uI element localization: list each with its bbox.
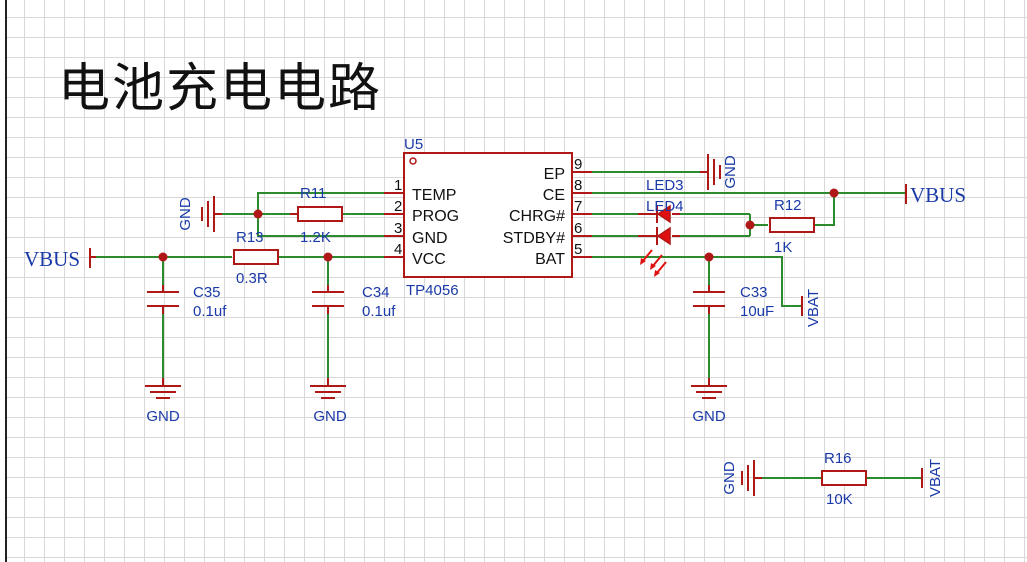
c34-value: 0.1uf bbox=[362, 303, 396, 320]
resistor-r16[interactable]: R16 10K bbox=[821, 450, 867, 508]
ic-part: TP4056 bbox=[406, 282, 459, 299]
netflag-vbat-c33: VBAT bbox=[801, 289, 822, 327]
ground-c33: GND bbox=[691, 378, 727, 425]
pin-name: GND bbox=[412, 230, 448, 247]
led3[interactable]: LED3 bbox=[638, 177, 684, 224]
wire-bat-vbat bbox=[592, 256, 802, 307]
ground-c34: GND bbox=[310, 378, 347, 425]
resistor-r13[interactable]: R13 0.3R bbox=[233, 229, 279, 287]
resistor-r11[interactable]: R11 1.2K bbox=[290, 185, 343, 246]
c33-ref: C33 bbox=[740, 284, 768, 301]
c35-value: 0.1uf bbox=[193, 303, 227, 320]
page-left-border bbox=[5, 0, 7, 562]
ic-u5[interactable]: U5 TP4056 1 2 3 4 TEMP PROG GND VCC 9 8 … bbox=[384, 136, 592, 299]
pin-number: 8 bbox=[574, 177, 582, 194]
netflag-vbus-left: VBUS bbox=[24, 247, 96, 271]
junction-dot bbox=[829, 188, 839, 198]
led4-ref: LED4 bbox=[646, 198, 684, 215]
netflag-vbus-right: VBUS bbox=[905, 183, 966, 207]
junction-dot bbox=[745, 220, 755, 230]
resistor-r12[interactable]: R12 1K bbox=[769, 197, 815, 256]
capacitor-c34[interactable]: C34 0.1uf bbox=[312, 284, 396, 320]
r16-value: 10K bbox=[826, 491, 853, 508]
pin-name: CE bbox=[543, 187, 565, 204]
capacitor-c35[interactable]: C35 0.1uf bbox=[147, 284, 227, 320]
pin-number: 1 bbox=[394, 177, 402, 194]
junction-dot bbox=[253, 209, 263, 219]
net-label: VBUS bbox=[24, 247, 80, 271]
diagram-title: 电池充电电路 bbox=[58, 59, 383, 119]
led4[interactable]: LED4 bbox=[638, 198, 684, 277]
led4-triangle bbox=[656, 226, 671, 246]
r12-body bbox=[769, 217, 815, 233]
r13-value: 0.3R bbox=[236, 270, 268, 287]
pin-name: CHRG# bbox=[509, 208, 565, 225]
r11-body bbox=[297, 206, 343, 222]
pin-name: BAT bbox=[535, 251, 565, 268]
pin-number: 9 bbox=[574, 156, 582, 173]
net-label: VBAT bbox=[805, 289, 822, 327]
pin-name: EP bbox=[544, 166, 565, 183]
r11-value: 1.2K bbox=[300, 229, 331, 246]
net-label: VBUS bbox=[910, 183, 966, 207]
wire-ic-gnd bbox=[257, 214, 384, 237]
gnd-label: GND bbox=[177, 197, 194, 231]
pin-number: 5 bbox=[574, 241, 582, 258]
pin-number: 6 bbox=[574, 220, 582, 237]
ground-c35: GND bbox=[145, 378, 181, 425]
ground-r16: GND bbox=[721, 460, 762, 496]
junction-dot bbox=[704, 252, 714, 262]
junction-dot bbox=[158, 252, 168, 262]
led3-ref: LED3 bbox=[646, 177, 684, 194]
r11-ref: R11 bbox=[300, 185, 326, 202]
ic-ref: U5 bbox=[404, 136, 423, 153]
grid-background bbox=[6, 0, 1027, 562]
r16-ref: R16 bbox=[824, 450, 852, 467]
pin-number: 3 bbox=[394, 220, 402, 237]
wire-r12-right bbox=[814, 193, 835, 226]
r13-ref: R13 bbox=[236, 229, 264, 246]
ic-pin1-marker bbox=[409, 157, 417, 165]
r13-body bbox=[233, 249, 279, 265]
pin-name: STDBY# bbox=[503, 230, 565, 247]
gnd-label: GND bbox=[722, 155, 739, 189]
c33-value: 10uF bbox=[740, 303, 774, 320]
net-label: VBAT bbox=[927, 459, 944, 497]
junctions bbox=[158, 188, 839, 262]
led3-triangle bbox=[656, 204, 671, 224]
r12-value: 1K bbox=[774, 239, 792, 256]
pin-number: 2 bbox=[394, 198, 402, 215]
gnd-label: GND bbox=[146, 408, 180, 425]
gnd-label: GND bbox=[313, 408, 347, 425]
pin-name: PROG bbox=[412, 208, 459, 225]
r12-ref: R12 bbox=[774, 197, 802, 214]
ground-ep: GND bbox=[700, 154, 739, 190]
c35-ref: C35 bbox=[193, 284, 221, 301]
pin-name: TEMP bbox=[412, 187, 456, 204]
ground-prog: GND bbox=[177, 196, 222, 232]
netflag-vbat-r16: VBAT bbox=[921, 459, 944, 497]
pin-number: 7 bbox=[574, 198, 582, 215]
pin-number: 4 bbox=[394, 241, 402, 258]
c34-ref: C34 bbox=[362, 284, 390, 301]
pin-name: VCC bbox=[412, 251, 446, 268]
wire-temp bbox=[257, 192, 384, 214]
r16-body bbox=[821, 470, 867, 486]
gnd-label: GND bbox=[721, 461, 738, 495]
gnd-label: GND bbox=[692, 408, 726, 425]
junction-dot bbox=[323, 252, 333, 262]
capacitor-c33[interactable]: C33 10uF bbox=[693, 284, 774, 320]
